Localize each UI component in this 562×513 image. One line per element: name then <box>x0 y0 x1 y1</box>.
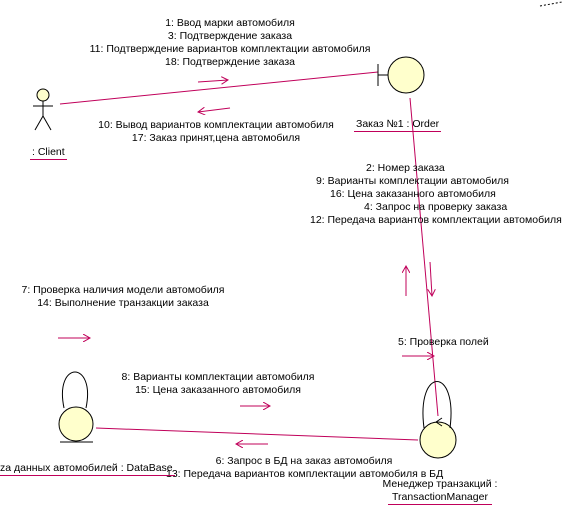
message-label: 12: Передача вариантов комплектации авто… <box>310 214 562 226</box>
manager-object-label-line2: TransactionManager <box>388 491 492 505</box>
link-database-manager[interactable] <box>95 427 419 441</box>
messages-database-self: 7: Проверка наличия модели автомобиля 14… <box>18 284 228 310</box>
arrow-order-to-manager <box>430 261 432 296</box>
message-label: 17: Заказ принят,цена автомобиля <box>131 132 301 144</box>
message-label: 18: Подтверждение заказа <box>164 56 295 68</box>
message-label: 3: Подтверждение заказа <box>167 30 293 42</box>
message-label: 1: Ввод марки автомобиля <box>165 17 295 29</box>
manager-object-label-line1: Менеджер транзакций : <box>382 478 498 490</box>
arrow-client-to-order <box>197 80 228 82</box>
database-self-link[interactable] <box>62 371 88 409</box>
database-object-label[interactable]: za данных автомобилей : DataBase <box>0 462 175 476</box>
message-label: 8: Варианты комплектации автомобиля <box>121 371 315 383</box>
link-order-manager[interactable] <box>409 97 439 417</box>
messages-order-to-client: 10: Вывод вариантов комплектации автомоб… <box>96 119 336 145</box>
message-label: 11: Подтверждение вариантов комплектации… <box>89 43 371 55</box>
message-label: 13: Передача вариантов комплектации авто… <box>166 468 444 480</box>
manager-object-label[interactable]: Менеджер транзакций : TransactionManager <box>366 478 514 505</box>
messages-manager-to-database: 6: Запрос в БД на заказ автомобиля 13: П… <box>166 455 444 481</box>
message-label: 16: Цена заказанного автомобиля <box>330 188 496 200</box>
message-label: 10: Вывод вариантов комплектации автомоб… <box>98 119 334 131</box>
manager-self-link[interactable] <box>422 381 452 429</box>
message-label: 9: Варианты комплектации автомобиля <box>316 175 509 187</box>
link-client-order[interactable] <box>59 71 379 105</box>
control-icon[interactable] <box>419 417 457 459</box>
message-label: 5: Проверка полей <box>398 336 489 348</box>
order-object-label[interactable]: Заказ №1 : Order <box>354 118 442 132</box>
messages-database-to-manager: 8: Варианты комплектации автомобиля 15: … <box>120 371 316 397</box>
message-label: 7: Проверка наличия модели автомобиля <box>21 284 225 296</box>
message-label: 15: Цена заказанного автомобиля <box>135 384 301 396</box>
messages-client-to-order: 1: Ввод марки автомобиля 3: Подтверждени… <box>82 17 378 69</box>
message-label: 6: Запрос в БД на заказ автомобиля <box>215 455 393 467</box>
offscreen-link-fragment <box>539 1 562 7</box>
actor-icon[interactable] <box>33 88 53 131</box>
arrow-order-to-client <box>198 108 231 112</box>
message-label: 2: Номер заказа <box>366 162 445 174</box>
message-label: 14: Выполнение транзакции заказа <box>37 297 209 309</box>
message-label: 4: Запрос на проверку заказа <box>364 201 508 213</box>
boundary-icon[interactable] <box>377 56 425 94</box>
client-object-label[interactable]: : Client <box>30 146 67 160</box>
messages-order-to-manager: 2: Номер заказа 9: Варианты комплектации… <box>310 162 562 227</box>
entity-icon[interactable] <box>58 406 94 443</box>
